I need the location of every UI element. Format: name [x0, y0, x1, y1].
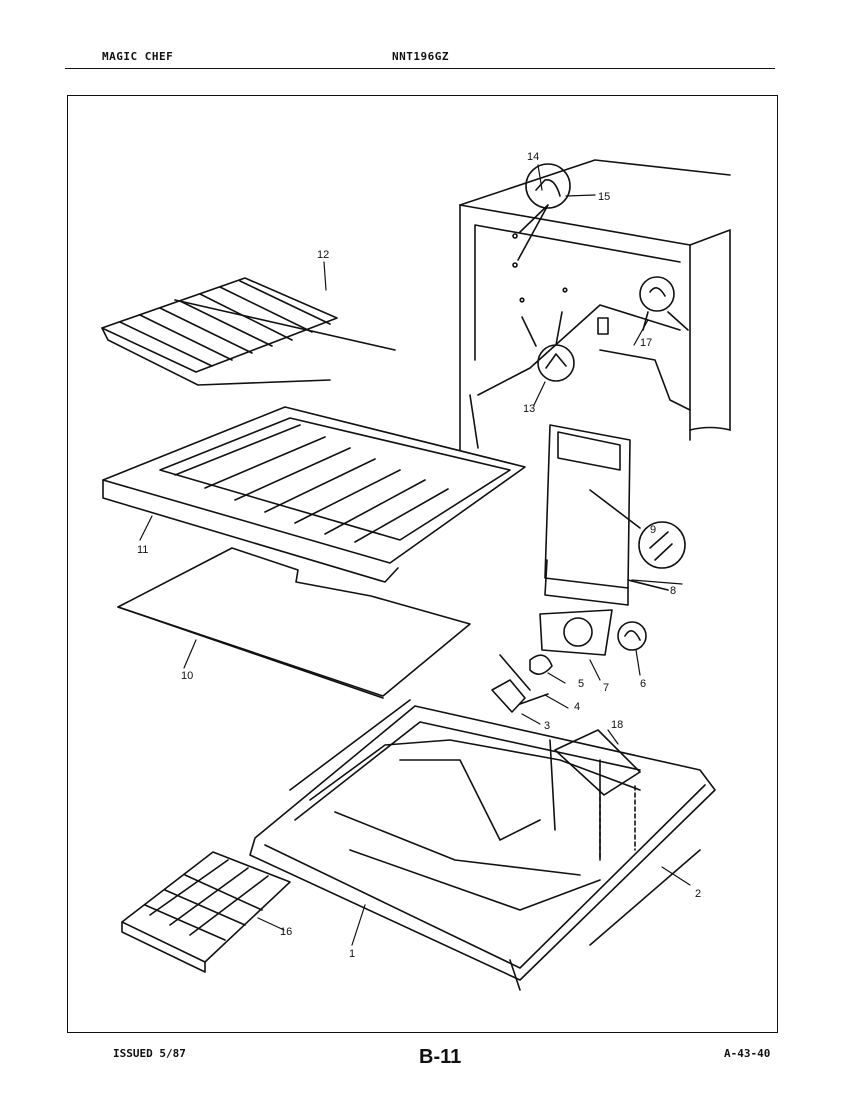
model-number: NNT196GZ [392, 50, 449, 63]
header-rule [65, 68, 775, 69]
callout-3: 3 [544, 720, 550, 732]
callout-11: 11 [137, 544, 148, 556]
page-number: B-11 [419, 1046, 462, 1068]
shelf-panel-drawing [117, 547, 471, 699]
callout-16: 16 [280, 926, 292, 938]
callout-7: 7 [603, 682, 609, 694]
callout-2: 2 [695, 888, 701, 900]
callout-18: 18 [611, 719, 623, 731]
callout-10: 10 [181, 670, 193, 682]
fan-assembly-drawing [491, 609, 647, 713]
cabinet-drawing [459, 159, 731, 451]
callout-4: 4 [574, 701, 580, 713]
glass-shelf-drawing [102, 406, 526, 583]
wire-shelf-drawing [101, 277, 396, 386]
callout-15: 15 [598, 191, 610, 203]
issued-date: ISSUED 5/87 [113, 1047, 186, 1060]
catalog-reference: A-43-40 [724, 1047, 771, 1060]
callout-9: 9 [650, 524, 656, 536]
callout-8: 8 [670, 585, 676, 597]
callout-12: 12 [317, 249, 329, 261]
crisper-pan-drawing [249, 699, 716, 991]
callout-5: 5 [578, 678, 584, 690]
callout-13: 13 [523, 403, 535, 415]
filter-cover-drawing [554, 729, 641, 861]
callout-1: 1 [349, 948, 355, 960]
ice-tray-drawing [121, 851, 291, 973]
brand-label: MAGIC CHEF [102, 50, 174, 63]
callout-17: 17 [640, 337, 652, 349]
evaporator-cover-drawing [544, 424, 686, 606]
diagram-frame [67, 95, 778, 1033]
callout-14: 14 [527, 151, 539, 163]
callout-leaders [139, 164, 691, 946]
callout-6: 6 [640, 678, 646, 690]
